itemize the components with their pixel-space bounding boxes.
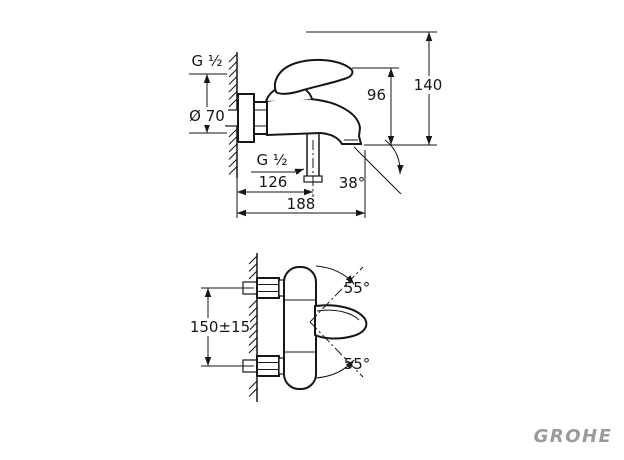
grohe-logo: GROHE: [534, 426, 613, 447]
dim-188-label: 188: [287, 195, 316, 213]
dim-96-label: 96: [367, 86, 386, 104]
wall-hatching-front: [248, 255, 258, 397]
dimension-thread-top: G ¹⁄₂: [189, 52, 227, 75]
dimension-thread-bottom: G ¹⁄₂: [251, 151, 305, 175]
dimension-96: 96: [352, 67, 437, 146]
wall-hatching: [228, 53, 238, 175]
angle-55-top-label: 55°: [344, 279, 371, 297]
faucet-body-front: [283, 266, 317, 390]
angle-55-bottom-label: 55°: [344, 355, 371, 373]
dim-126-label: 126: [259, 173, 288, 191]
angle-38-label: 38°: [339, 174, 366, 192]
dim-140-label: 140: [414, 76, 443, 94]
lever-handle: [274, 58, 354, 95]
union-nut: [253, 101, 268, 135]
lever-handle-front: [314, 304, 368, 340]
handle-swing-range: 55° 55°: [309, 265, 371, 379]
thread-top-label: G ¹⁄₂: [192, 52, 223, 70]
faucet-body: [266, 97, 363, 145]
bottom-connection-nut: [242, 355, 286, 377]
escutcheon: [237, 93, 255, 143]
wall-section-front: [248, 253, 258, 402]
dimension-escutcheon-dia: Ø 70: [187, 74, 228, 134]
dimension-150: 150±15: [190, 287, 254, 367]
dimension-126: 126: [237, 140, 314, 197]
dimension-188: 188: [236, 150, 366, 218]
top-view: G ¹⁄₂ Ø 70 96 140 G ¹⁄₂: [187, 31, 448, 218]
thread-bottom-label: G ¹⁄₂: [257, 151, 288, 169]
dim-150-label: 150±15: [190, 318, 250, 336]
top-connection-nut: [242, 277, 286, 299]
dimension-spout-angle: 38°: [339, 139, 404, 195]
dimension-140: 140: [306, 31, 448, 145]
front-view: 55° 55° 150±15: [190, 253, 370, 402]
escutcheon-dia-label: Ø 70: [189, 107, 225, 125]
